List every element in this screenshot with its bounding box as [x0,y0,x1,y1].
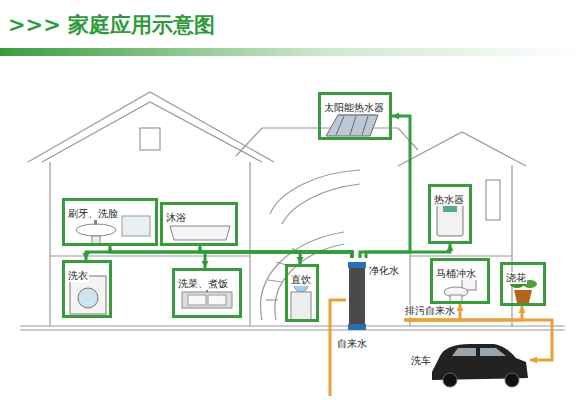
node-label: 太阳能热水器 [323,102,385,114]
node-label: 沐浴 [165,212,187,224]
pipe-line [110,246,352,258]
node-label: 马桶冲水 [435,268,477,280]
appliance-box: 直饮 [285,264,319,322]
arrow-head [447,244,454,251]
node-label: 浇花 [505,272,527,284]
arrow-head [107,246,114,253]
pipe-line [200,246,352,258]
appliance-box: 热水器 [428,184,472,244]
node-label: 洗车 [410,355,432,367]
node-label: 净化水 [368,265,400,277]
node-label: 热水器 [433,194,465,206]
car-figure: 洗车 [408,330,530,394]
appliance-box: 刷牙、洗脸 [62,198,158,246]
pipe-connector [404,306,526,320]
arrow-head [519,306,526,313]
appliance-box: 太阳能热水器 [318,92,392,140]
node-label: 直饮 [290,274,312,286]
appliance-box: 沐浴 [160,202,238,246]
node-label: 刷牙、洗脸 [67,208,119,220]
filter-unit: 净化水 [346,258,404,334]
arrow-head [202,261,209,268]
pipe-label: 排污自来水 [404,305,456,317]
pipe-connector [297,252,353,264]
pipe-line [300,252,352,264]
arrow-head [457,304,464,311]
arrow-head [83,253,90,260]
arrow-head [392,113,399,120]
node-label: 洗衣 [67,270,89,282]
arrow-head [197,246,204,253]
appliance-box: 浇花 [500,262,546,306]
pipe-line [404,306,522,320]
pipe-connector [107,246,353,258]
pipe-line [404,304,460,320]
pipe-label: 自来水 [336,338,368,350]
appliance-box: 马桶冲水 [430,258,490,304]
pipe-line [404,320,552,360]
pipe-connector [366,113,410,259]
pipe-connector [202,252,353,268]
diagram-title: >>> 家庭应用示意图 [8,12,215,38]
arrow-head [297,257,304,264]
pipe-line [205,252,352,268]
node-label: 洗菜、煮饭 [177,278,229,290]
pipe-connector [404,304,464,320]
appliance-box: 洗菜、煮饭 [172,268,242,318]
pipe-connector [197,246,353,258]
appliance-box: 洗衣 [62,260,112,318]
arrow-head [530,357,537,364]
